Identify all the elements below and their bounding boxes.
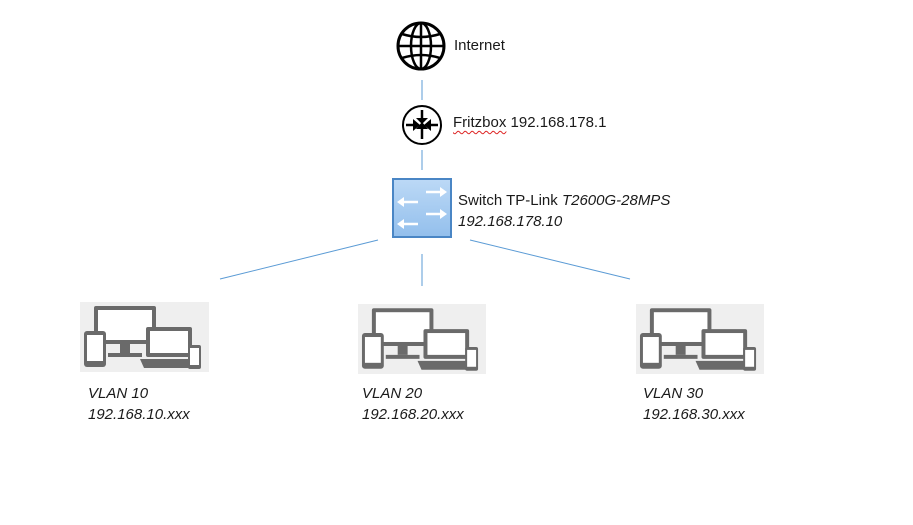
switch-icon (392, 178, 452, 238)
vlan10-subnet: 192.168.10.xxx (88, 406, 190, 423)
switch-model: T2600G-28MPS (561, 192, 671, 209)
vlan30-devices-icon (636, 304, 764, 374)
vlan20-subnet: 192.168.20.xxx (362, 406, 464, 423)
vlan10-name: VLAN 10 (88, 385, 149, 402)
switch-prefix: Switch TP-Link (458, 192, 558, 209)
vlan30-name: VLAN 30 (643, 385, 704, 402)
vlan20-devices-icon (358, 304, 486, 374)
router-ip: 192.168.178.1 (510, 114, 607, 131)
link-switch-vlan10 (219, 239, 379, 280)
router-label: Fritzbox 192.168.178.1 (453, 113, 606, 133)
vlan30-subnet: 192.168.30.xxx (643, 406, 745, 423)
vlan20-name: VLAN 20 (362, 385, 423, 402)
router-name: Fritzbox (453, 114, 507, 131)
internet-label: Internet (454, 37, 505, 54)
globe-icon (395, 20, 447, 72)
vlan10-devices-icon (80, 302, 209, 372)
switch-ip: 192.168.178.10 (458, 213, 563, 230)
router-icon (401, 104, 443, 146)
switch-label: Switch TP-Link T2600G-28MPS (458, 191, 670, 211)
link-switch-vlan30 (469, 239, 631, 280)
